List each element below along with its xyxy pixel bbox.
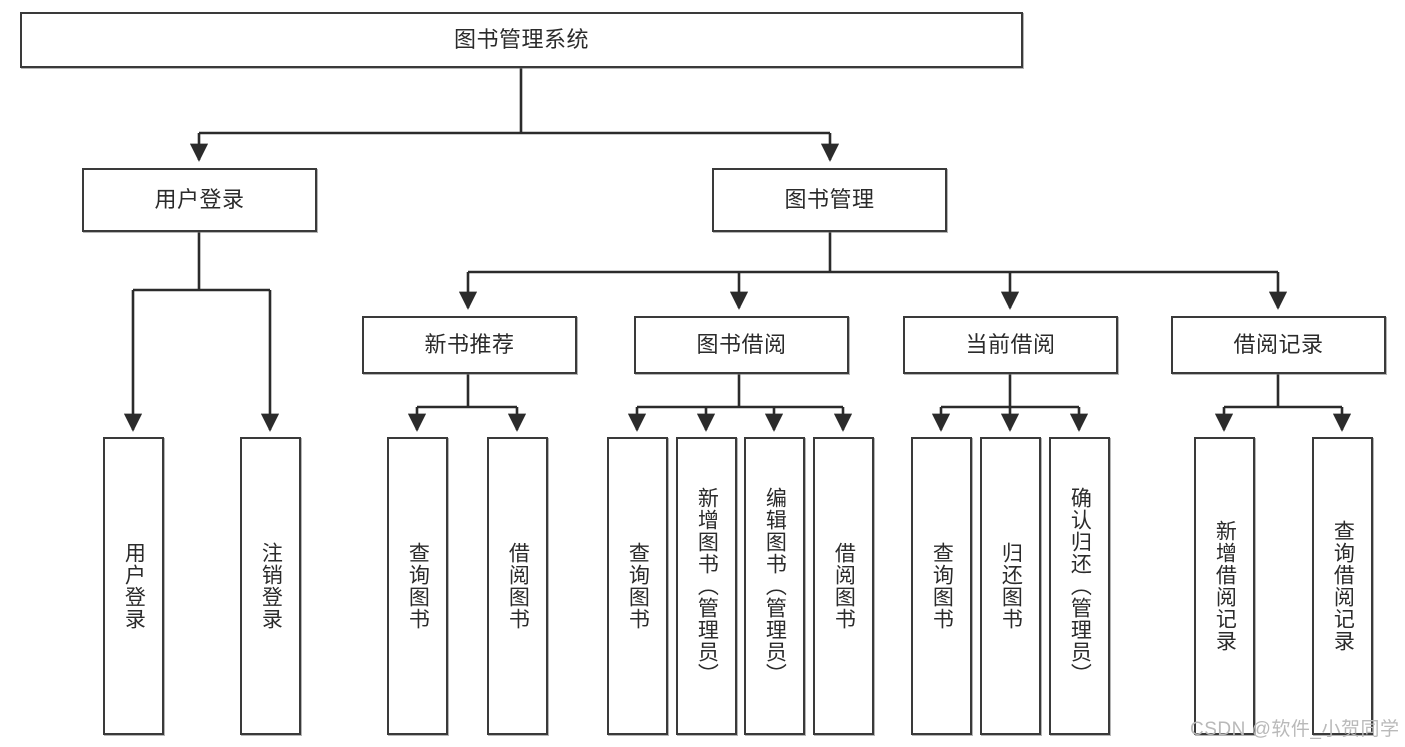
node-leaf-borrow-book-1[interactable]: 借阅图书 bbox=[487, 437, 548, 735]
node-leaf-borrow-book-1-label: 借阅图书 bbox=[506, 542, 530, 630]
node-leaf-logout-login[interactable]: 注销登录 bbox=[240, 437, 301, 735]
node-leaf-borrow-book-2[interactable]: 借阅图书 bbox=[813, 437, 874, 735]
node-leaf-query-book-2[interactable]: 查询图书 bbox=[607, 437, 668, 735]
watermark: CSDN @软件_小贺同学 bbox=[1190, 719, 1400, 740]
node-leaf-logout-login-label: 注销登录 bbox=[259, 542, 283, 630]
node-current-borrow[interactable]: 当前借阅 bbox=[903, 316, 1118, 374]
node-leaf-add-record[interactable]: 新增借阅记录 bbox=[1194, 437, 1255, 735]
node-leaf-user-login[interactable]: 用户登录 bbox=[103, 437, 164, 735]
node-leaf-edit-book[interactable]: 编辑图书（管理员） bbox=[744, 437, 805, 735]
node-leaf-user-login-label: 用户登录 bbox=[122, 542, 146, 630]
node-leaf-confirm-return-label: 确认归还（管理员） bbox=[1068, 487, 1092, 685]
node-leaf-query-book-2-label: 查询图书 bbox=[626, 542, 650, 630]
node-new-book-recommend-label: 新书推荐 bbox=[424, 332, 515, 358]
node-root-label: 图书管理系统 bbox=[453, 27, 589, 53]
node-book-borrow[interactable]: 图书借阅 bbox=[634, 316, 849, 374]
node-leaf-query-book-3[interactable]: 查询图书 bbox=[911, 437, 972, 735]
node-borrow-record-label: 借阅记录 bbox=[1233, 332, 1324, 358]
node-current-borrow-label: 当前借阅 bbox=[965, 332, 1056, 358]
node-user-login-label: 用户登录 bbox=[154, 187, 245, 213]
node-leaf-return-book-label: 归还图书 bbox=[999, 542, 1023, 630]
node-leaf-borrow-book-2-label: 借阅图书 bbox=[832, 542, 856, 630]
node-book-manage-label: 图书管理 bbox=[784, 187, 875, 213]
node-root[interactable]: 图书管理系统 bbox=[20, 12, 1023, 68]
node-leaf-return-book[interactable]: 归还图书 bbox=[980, 437, 1041, 735]
node-leaf-add-book-label: 新增图书（管理员） bbox=[695, 487, 719, 685]
node-leaf-add-record-label: 新增借阅记录 bbox=[1213, 520, 1237, 652]
node-book-manage[interactable]: 图书管理 bbox=[712, 168, 947, 232]
node-new-book-recommend[interactable]: 新书推荐 bbox=[362, 316, 577, 374]
node-user-login[interactable]: 用户登录 bbox=[82, 168, 317, 232]
node-book-borrow-label: 图书借阅 bbox=[696, 332, 787, 358]
node-leaf-query-book-1[interactable]: 查询图书 bbox=[387, 437, 448, 735]
node-leaf-add-book[interactable]: 新增图书（管理员） bbox=[676, 437, 737, 735]
node-borrow-record[interactable]: 借阅记录 bbox=[1171, 316, 1386, 374]
node-leaf-query-book-1-label: 查询图书 bbox=[406, 542, 430, 630]
node-leaf-edit-book-label: 编辑图书（管理员） bbox=[763, 487, 787, 685]
node-leaf-query-book-3-label: 查询图书 bbox=[930, 542, 954, 630]
node-leaf-query-record[interactable]: 查询借阅记录 bbox=[1312, 437, 1373, 735]
node-leaf-confirm-return[interactable]: 确认归还（管理员） bbox=[1049, 437, 1110, 735]
node-leaf-query-record-label: 查询借阅记录 bbox=[1331, 520, 1355, 652]
